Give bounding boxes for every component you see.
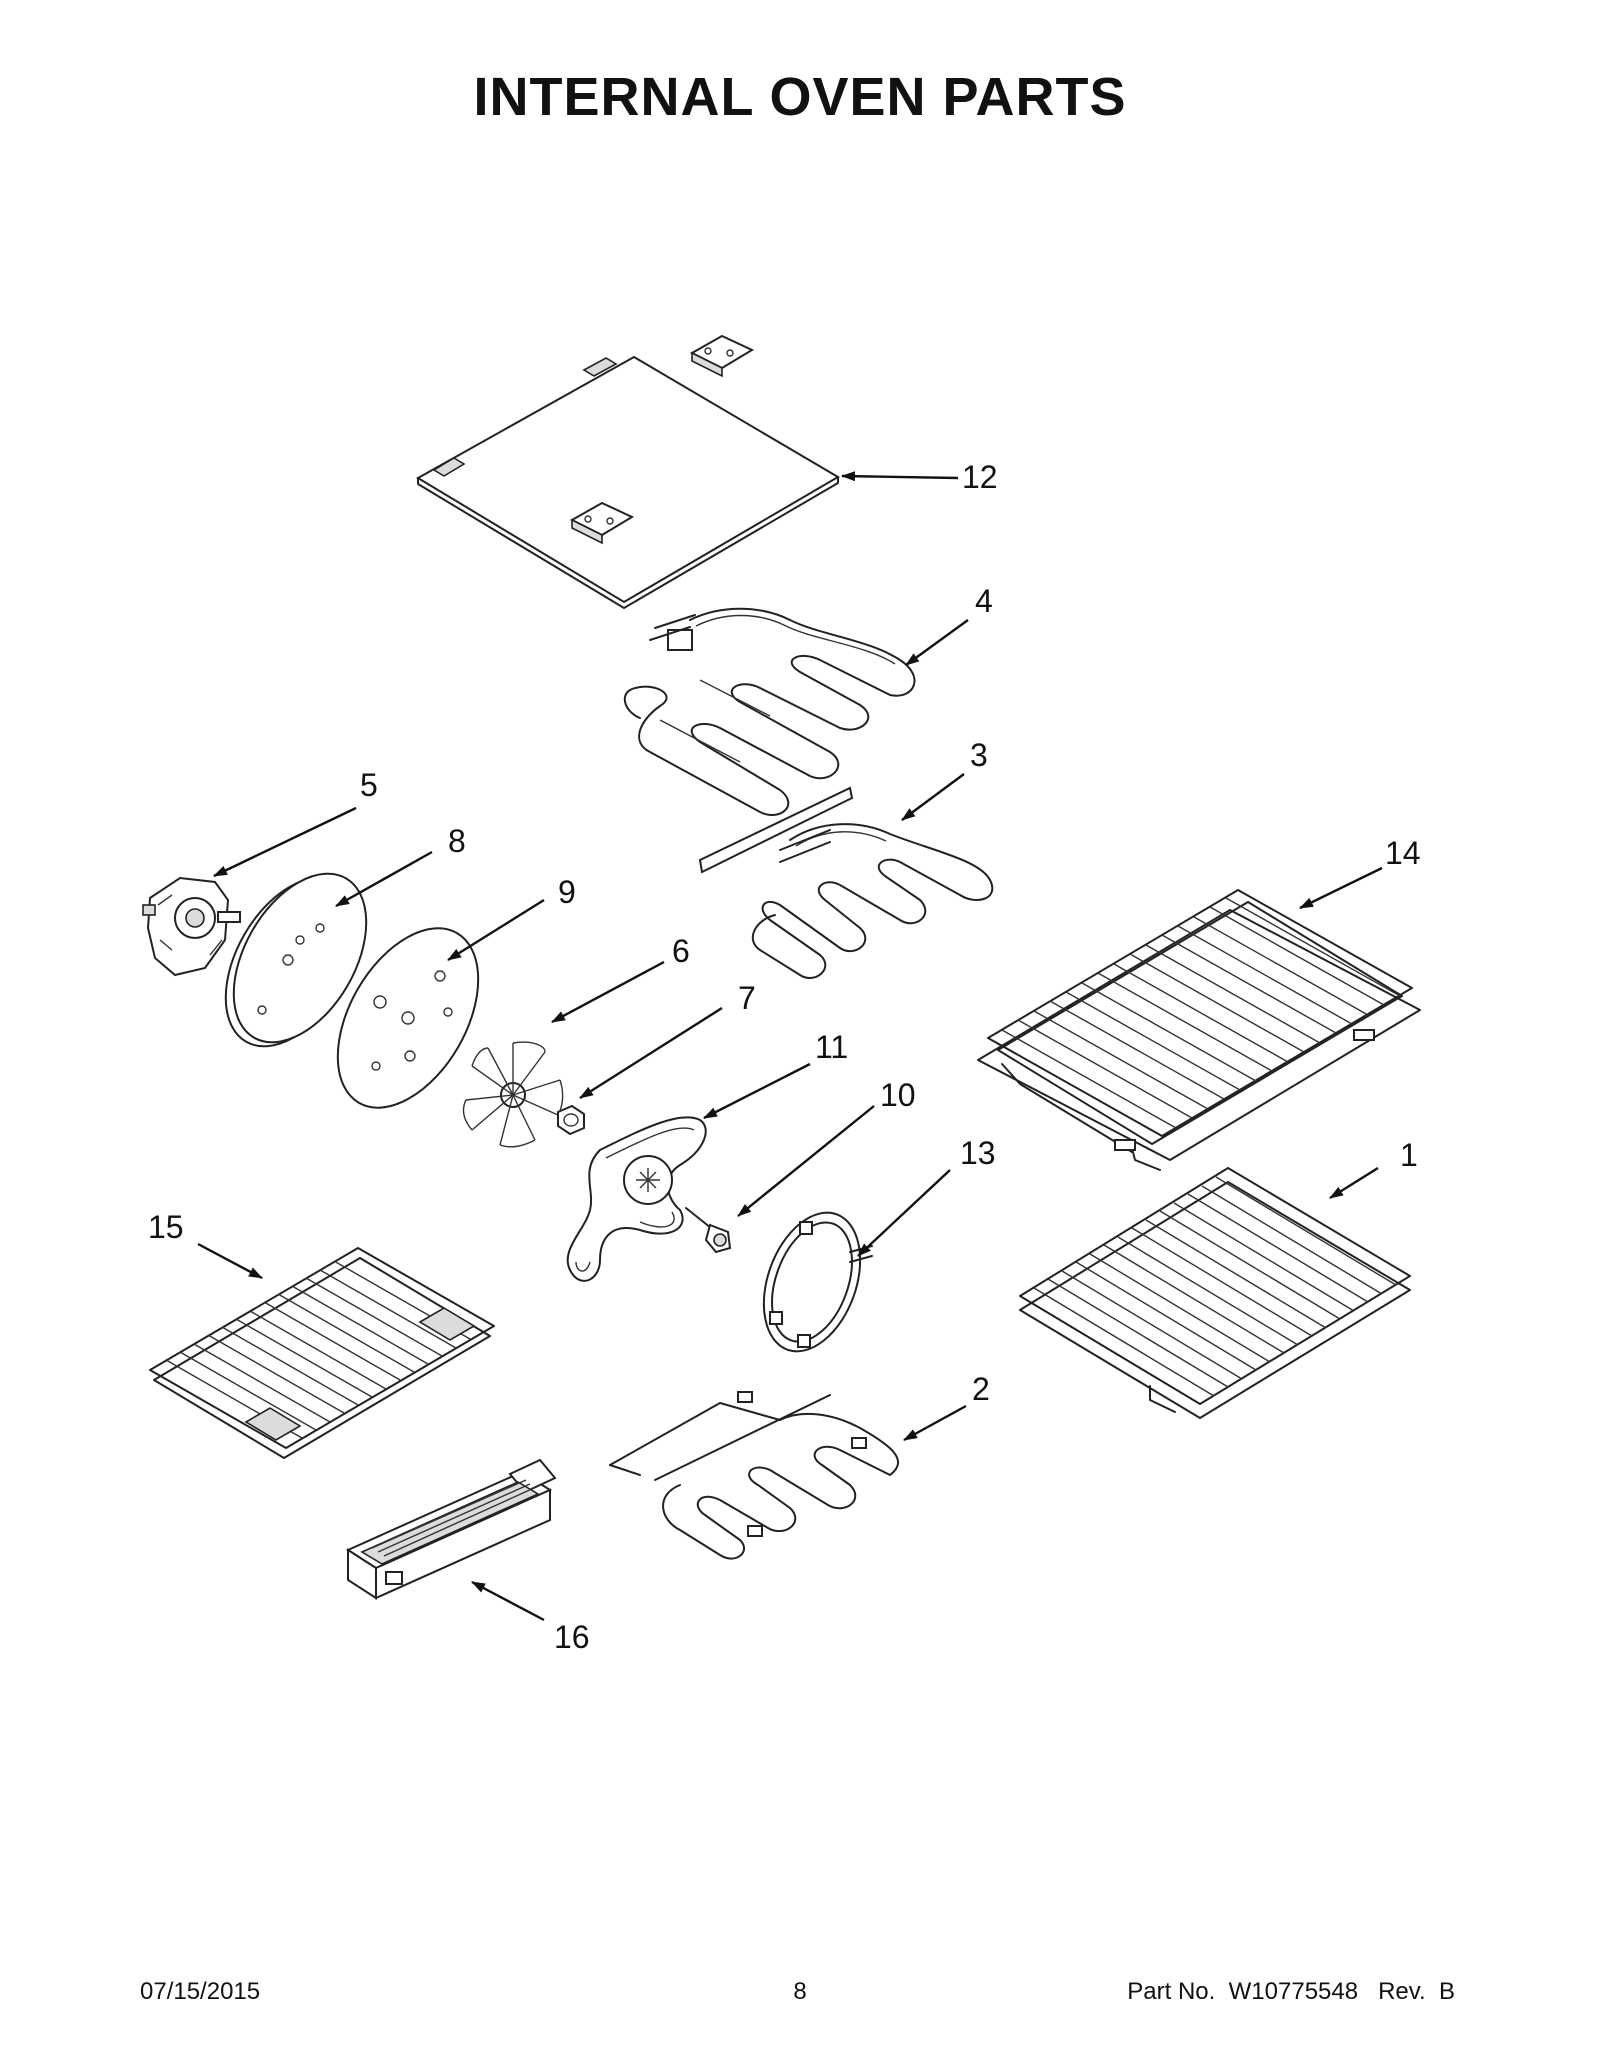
callout-10: 10 — [880, 1077, 916, 1113]
panel-bracket-right — [689, 334, 755, 378]
callout-11: 11 — [815, 1029, 848, 1065]
leader-16 — [471, 1580, 545, 1622]
leader-11 — [703, 1062, 811, 1120]
part-10-screw — [685, 1207, 732, 1254]
leader-13 — [857, 1169, 951, 1257]
callout-9: 9 — [558, 874, 576, 910]
leader-12 — [841, 471, 959, 482]
leader-3 — [901, 773, 965, 821]
leader-4 — [905, 619, 969, 666]
callout-7: 7 — [738, 980, 756, 1016]
part-14-roller-rack — [977, 889, 1421, 1171]
callout-5: 5 — [360, 767, 378, 803]
leader-10 — [737, 1105, 875, 1217]
footer-page-number: 8 — [793, 1978, 807, 2005]
callout-4: 4 — [975, 583, 993, 619]
leader-6 — [551, 960, 665, 1024]
callout-labels: 12 4 3 5 8 9 6 7 11 10 13 14 1 15 2 16 — [148, 459, 1421, 1655]
callout-3: 3 — [970, 737, 988, 773]
leader-15 — [197, 1242, 263, 1280]
callout-12: 12 — [962, 459, 998, 495]
callout-15: 15 — [148, 1209, 184, 1245]
page-title: INTERNAL OVEN PARTS — [473, 67, 1127, 127]
callout-6: 6 — [672, 933, 690, 969]
part-11-fan-gasket — [566, 1116, 707, 1282]
part-9-baffle-plate — [336, 927, 480, 1109]
leader-8 — [335, 850, 433, 908]
part-15-grill-rack — [149, 1247, 495, 1459]
leader-7 — [579, 1006, 723, 1100]
callout-1: 1 — [1400, 1137, 1418, 1173]
footer-part-number: Part No. W10775548 Rev. B — [1127, 1978, 1455, 2005]
part-5-convection-motor — [142, 876, 241, 977]
part-16-grill-tray — [345, 1458, 557, 1600]
footer-date: 07/15/2015 — [140, 1978, 261, 2005]
leader-14 — [1299, 866, 1383, 910]
leader-5 — [213, 806, 357, 878]
part-12-ceiling-panel — [416, 334, 840, 609]
part-4-broil-element — [623, 607, 916, 816]
leader-9 — [447, 898, 545, 962]
callout-16: 16 — [554, 1619, 590, 1655]
leader-lines — [197, 471, 1383, 1622]
callout-8: 8 — [448, 823, 466, 859]
part-8-fan-cover-disc — [224, 872, 368, 1048]
part-7-nut — [557, 1104, 585, 1136]
part-6-fan-blade — [462, 1041, 564, 1148]
leader-2 — [903, 1404, 967, 1442]
part-13-convection-ring-element — [762, 1211, 873, 1353]
callout-13: 13 — [960, 1135, 996, 1171]
callout-14: 14 — [1385, 835, 1421, 871]
part-3-bake-element — [698, 786, 994, 979]
leader-1 — [1329, 1166, 1379, 1200]
part-1-flat-rack — [1019, 1167, 1411, 1419]
part-2-lower-bake-element — [609, 1391, 900, 1560]
panel-bracket-left — [569, 501, 635, 545]
callout-2: 2 — [972, 1371, 990, 1407]
